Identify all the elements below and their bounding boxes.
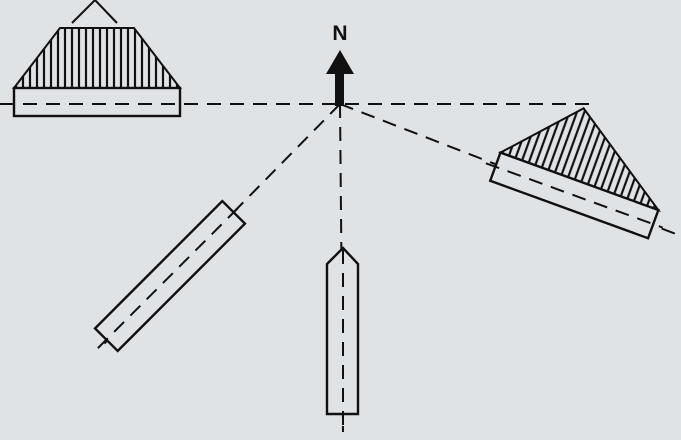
north-label: N — [332, 22, 347, 45]
triangular-prism-east — [485, 107, 663, 240]
pentagonal-bar-south — [325, 246, 360, 432]
rectangular-bar-southwest — [93, 199, 247, 353]
north-arrow-icon — [326, 50, 354, 106]
triangular-prism-west — [0, 0, 200, 118]
